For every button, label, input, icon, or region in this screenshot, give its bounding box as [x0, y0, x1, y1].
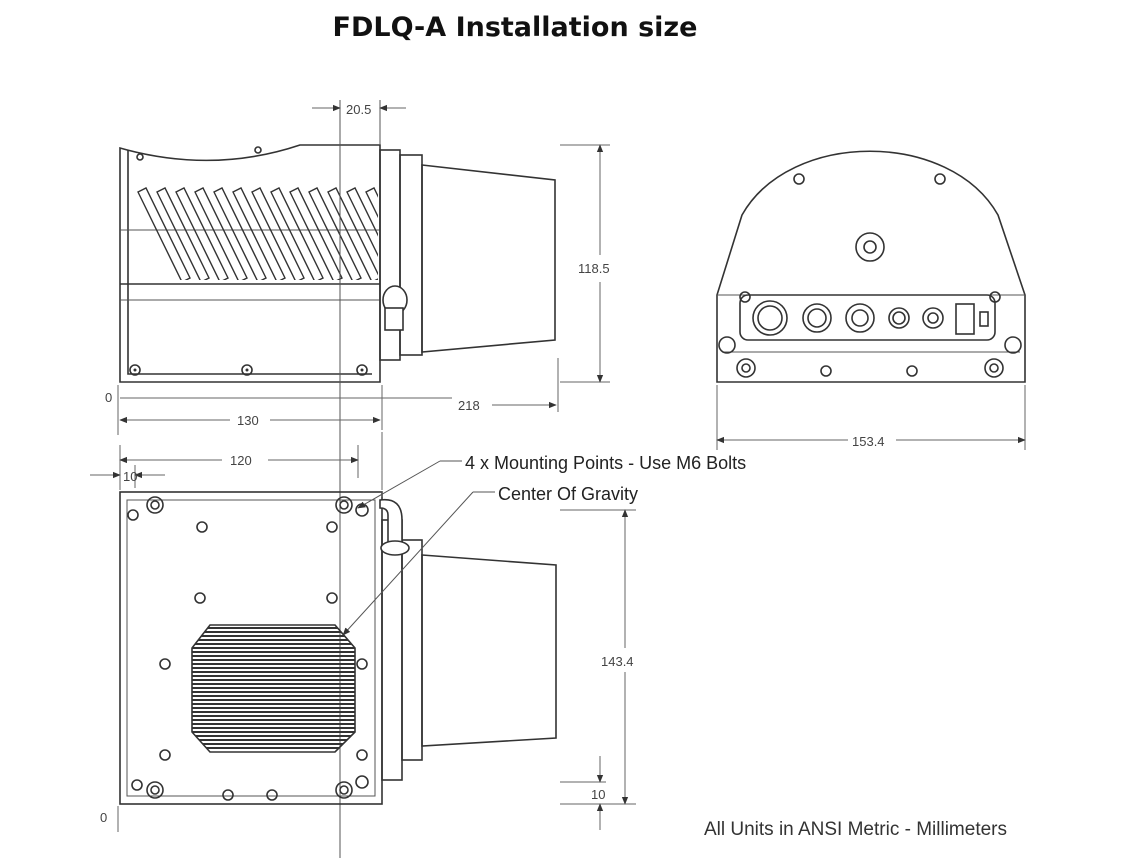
vent-slot: [175, 187, 229, 280]
dim-edge-offset-bottom-label: 10: [591, 787, 605, 802]
vent-slots: [137, 187, 378, 280]
vent-slot: [156, 187, 210, 280]
vent-slot: [251, 187, 305, 280]
vent-slot: [270, 187, 324, 280]
dim-height-bottom-label: 143.4: [601, 654, 634, 669]
dimension-height-side: 118.5: [560, 144, 610, 383]
diagram-title: FDLQ-A Installation size: [332, 12, 698, 43]
vent-slot: [308, 187, 362, 280]
dimension-top-gap: 20.5: [312, 102, 406, 117]
vent-slot: [327, 187, 378, 280]
units-note: All Units in ANSI Metric - Millimeters: [704, 819, 1007, 840]
dimension-edge-offset-bottom: 10: [560, 756, 606, 830]
origin-side-label: 0: [105, 390, 112, 405]
dim-height-side-label: 118.5: [578, 261, 610, 276]
dimension-height-bottom: 143.4: [560, 509, 636, 805]
callout-gravity-label: Center Of Gravity: [498, 484, 638, 504]
dimension-body-length: 130: [119, 385, 383, 430]
vent-slot: [365, 187, 378, 219]
dim-edge-offset-top-label: 10: [123, 469, 137, 484]
callout-mounting-label: 4 x Mounting Points - Use M6 Bolts: [465, 453, 746, 473]
dim-body-length-label: 130: [237, 413, 259, 428]
side-view: [119, 100, 556, 858]
heatsink-fins: [192, 627, 355, 749]
dim-depth-total-label: 218: [458, 398, 480, 413]
vent-slot: [137, 187, 191, 280]
callout-mounting-points: 4 x Mounting Points - Use M6 Bolts: [357, 453, 746, 509]
vent-slot: [194, 187, 248, 280]
dim-width-back-label: 153.4: [852, 434, 885, 449]
dimension-depth-total: 218: [117, 358, 559, 435]
origin-bottom-label: 0: [100, 810, 107, 825]
vent-slot: [213, 187, 267, 280]
dimension-width-back: 153.4: [716, 385, 1026, 450]
callout-center-gravity: Center Of Gravity: [342, 484, 638, 636]
dimension-mount-spacing: 120: [119, 432, 383, 490]
vent-slot: [289, 187, 343, 280]
back-view: [716, 150, 1026, 383]
vent-slot: [346, 187, 378, 258]
dim-mount-spacing-label: 120: [230, 453, 252, 468]
bottom-view: [119, 491, 557, 805]
vent-slot: [232, 187, 286, 280]
dimension-edge-offset-top: 10: [90, 465, 165, 488]
dim-top-gap-label: 20.5: [346, 102, 371, 117]
